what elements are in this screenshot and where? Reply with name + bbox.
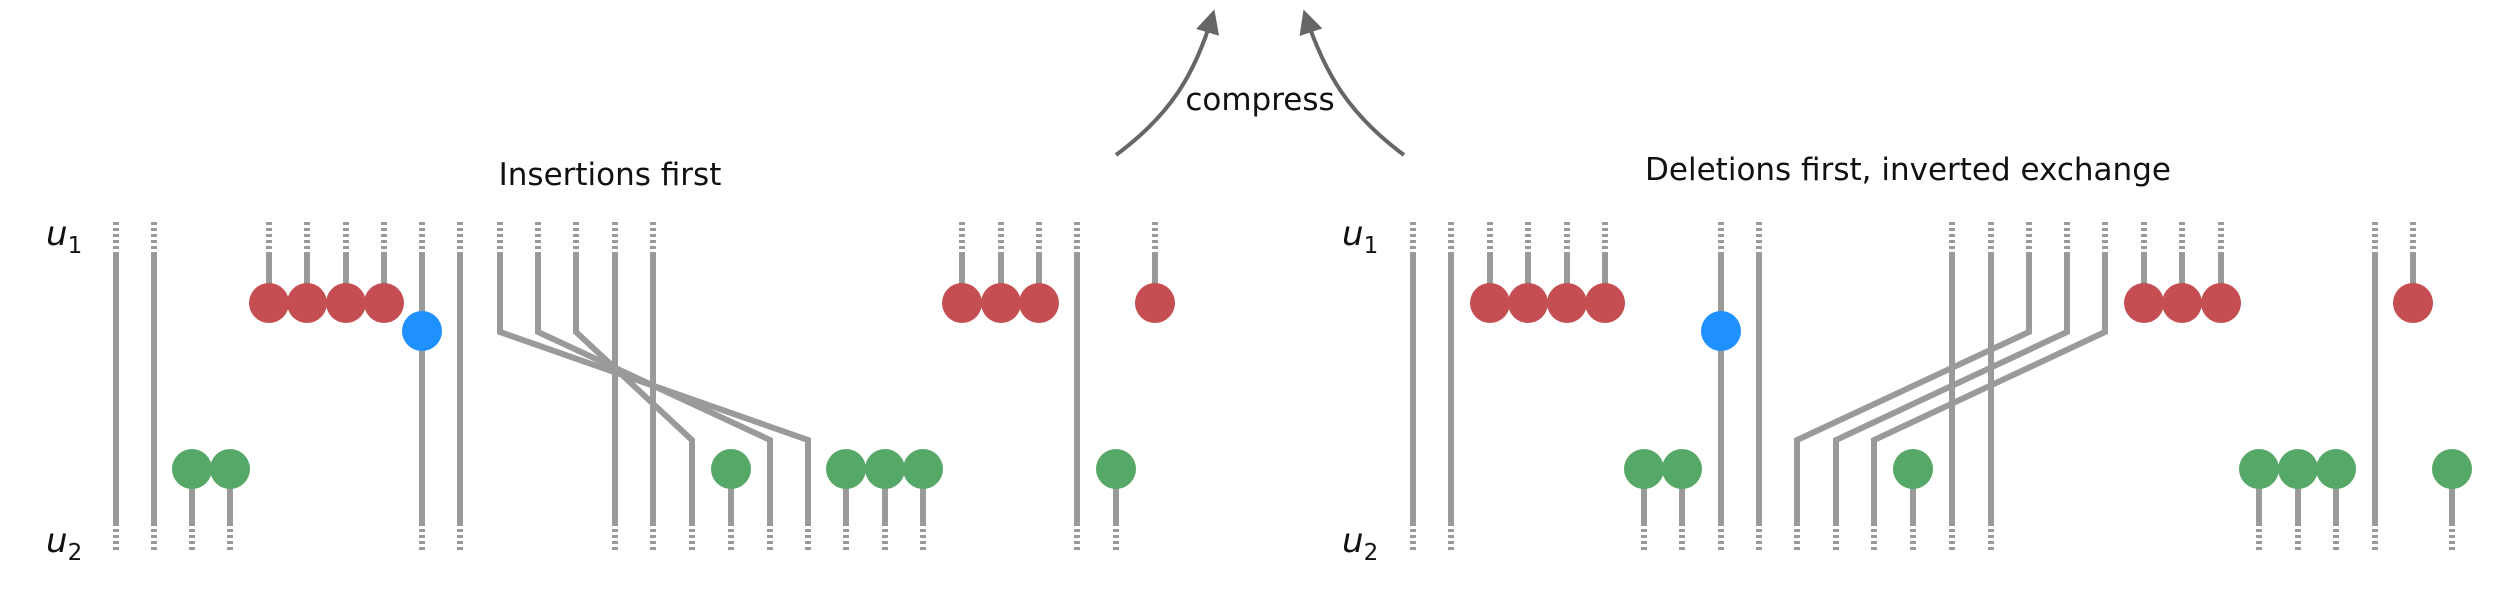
insertion-node [1662, 449, 1702, 489]
insertion-node [2239, 449, 2279, 489]
panel-title-right: Deletions first, inverted exchange [1645, 152, 2171, 188]
insertion-node [2432, 449, 2472, 489]
row-label-subscript: 1 [68, 233, 83, 259]
compress-arrow-left [1114, 9, 1220, 157]
row-label-u1-right: u1 [1342, 214, 1378, 259]
insertion-node [826, 449, 866, 489]
deletion-node [1135, 283, 1175, 323]
insertion-node [1624, 449, 1664, 489]
compress-label: compress [1185, 82, 1334, 118]
insertion-node [1893, 449, 1933, 489]
panel-title-left: Insertions first [499, 157, 722, 193]
row-label-u2-left: u2 [46, 521, 82, 566]
insertion-node [2316, 449, 2356, 489]
insertion-node [172, 449, 212, 489]
insertion-node [1096, 449, 1136, 489]
deletion-node [942, 283, 982, 323]
deletion-node [326, 283, 366, 323]
deletion-node [981, 283, 1021, 323]
swap-node [1701, 311, 1741, 351]
insertion-node [865, 449, 905, 489]
deletion-node [2162, 283, 2202, 323]
insertion-node [210, 449, 250, 489]
diagram-marks [113, 222, 2472, 553]
crossing-line [1871, 252, 2108, 523]
row-label-base: u [46, 214, 68, 254]
swap-node [402, 311, 442, 351]
insertion-node [711, 449, 751, 489]
deletion-node [1547, 283, 1587, 323]
deletion-node [249, 283, 289, 323]
row-label-base: u [1342, 521, 1364, 561]
deletion-node [1508, 283, 1548, 323]
insertion-node [903, 449, 943, 489]
compress-arrow-right [1299, 9, 1406, 157]
row-label-base: u [1342, 214, 1364, 254]
row-label-u2-right: u2 [1342, 521, 1378, 566]
row-label-subscript: 1 [1364, 233, 1379, 259]
deletion-node [1470, 283, 1510, 323]
compress-arrows [1114, 9, 1406, 157]
row-label-subscript: 2 [1364, 540, 1379, 566]
deletion-node [2201, 283, 2241, 323]
row-label-u1-left: u1 [46, 214, 82, 259]
crossing-line [1794, 252, 2032, 523]
deletion-node [364, 283, 404, 323]
row-label-base: u [46, 521, 68, 561]
deletion-node [2393, 283, 2433, 323]
deletion-node [287, 283, 327, 323]
insertion-node [2278, 449, 2318, 489]
crossing-line [535, 252, 773, 523]
deletion-node [2124, 283, 2164, 323]
deletion-node [1585, 283, 1625, 323]
row-label-subscript: 2 [68, 540, 83, 566]
crossing-line [573, 252, 695, 523]
deletion-node [1019, 283, 1059, 323]
crossing-line [1833, 252, 2070, 523]
